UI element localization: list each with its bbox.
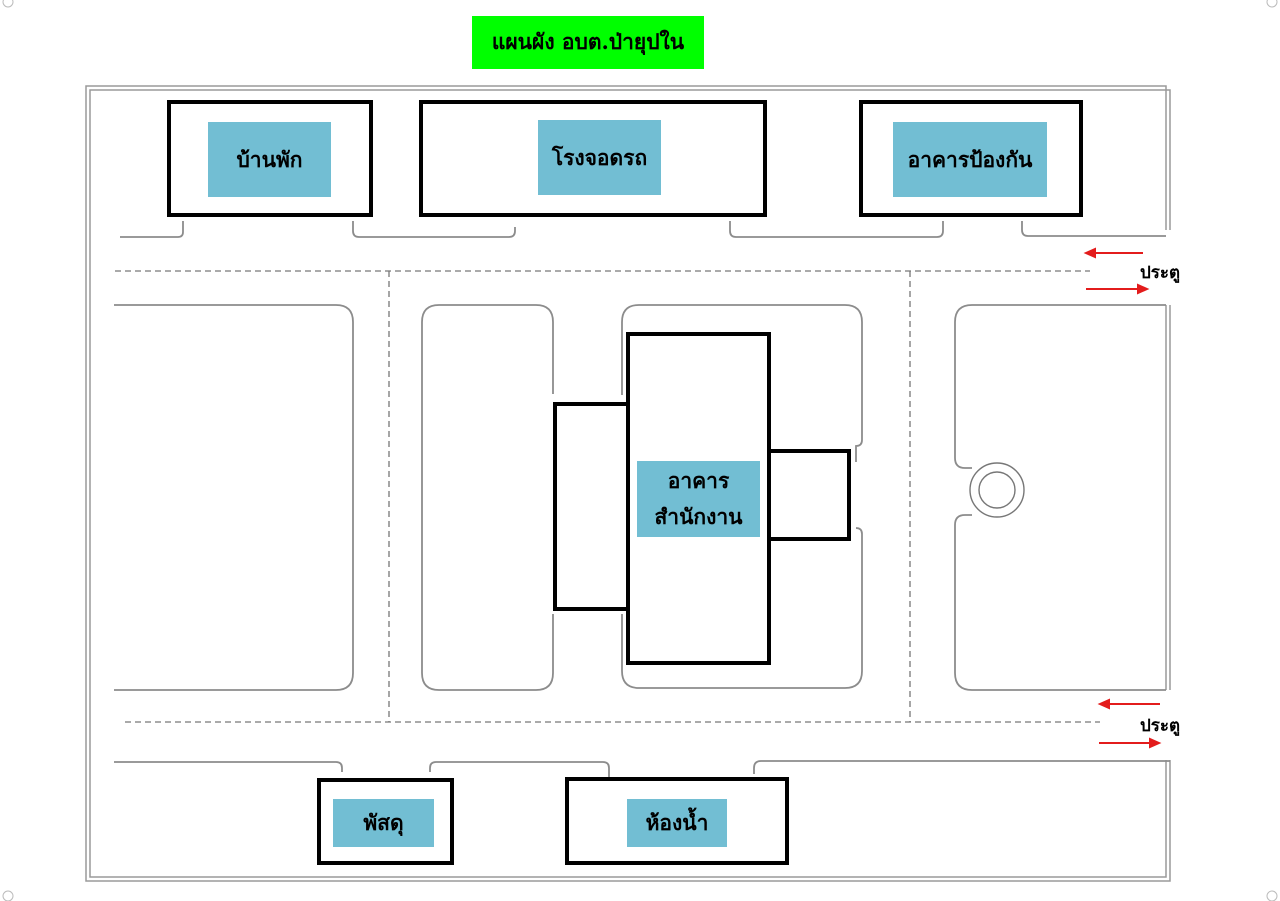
office-left-wing xyxy=(553,402,630,611)
house-building xyxy=(167,100,373,217)
protection-label: อาคารป้องกัน xyxy=(893,122,1047,197)
gate-arrows xyxy=(1083,247,1162,749)
supplies-label-text: พัสดุ xyxy=(363,810,404,836)
office-right-wing xyxy=(767,449,851,541)
office-label-line1: อาคาร xyxy=(667,468,730,494)
house-label-text: บ้านพัก xyxy=(236,146,303,172)
gate-label-lower: ประตู xyxy=(1140,716,1181,736)
protection-building xyxy=(859,100,1083,217)
restroom-building xyxy=(565,777,789,865)
supplies-label: พัสดุ xyxy=(333,799,434,847)
site-boundary xyxy=(85,85,1171,882)
corner-marker xyxy=(2,0,14,8)
road-dashed xyxy=(115,270,1100,723)
garage-label: โรงจอดรถ xyxy=(538,120,661,195)
supplies-building xyxy=(317,778,454,865)
plan-title: แผนผัง อบต.ป่ายุปใน xyxy=(472,16,704,69)
roundabout xyxy=(969,462,1025,518)
office-label: อาคาร สำนักงาน xyxy=(637,461,760,537)
house-label: บ้านพัก xyxy=(208,122,331,197)
curb-lines xyxy=(114,221,1170,778)
corner-marker xyxy=(1266,890,1278,901)
corner-marker xyxy=(1266,0,1278,8)
garage-label-text: โรงจอดรถ xyxy=(551,144,648,170)
office-label-line2: สำนักงาน xyxy=(654,504,743,529)
protection-label-text: อาคารป้องกัน xyxy=(907,146,1033,172)
garage-building xyxy=(419,100,767,217)
restroom-label: ห้องน้ำ xyxy=(627,799,727,847)
building-outlines xyxy=(167,100,1083,865)
corner-marker xyxy=(2,890,14,901)
restroom-label-text: ห้องน้ำ xyxy=(645,810,709,836)
gate-label-upper: ประตู xyxy=(1140,263,1181,283)
